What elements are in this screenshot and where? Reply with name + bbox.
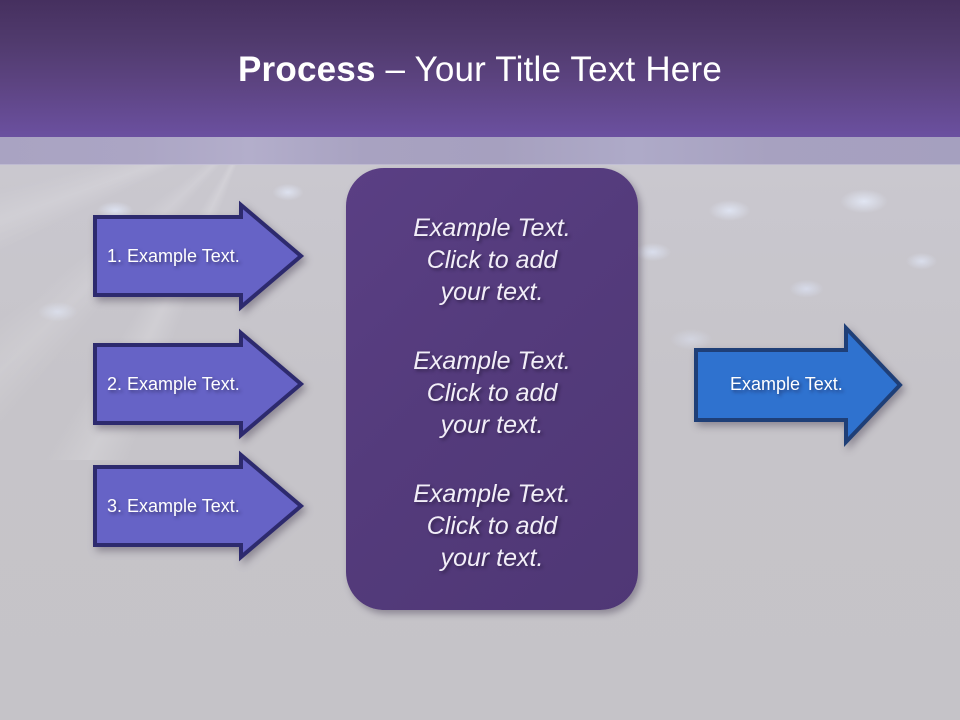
panel-text-block-3: Example Text. Click to add your text. [413,480,571,572]
step-arrow-3[interactable]: 3. Example Text. [93,450,305,562]
center-content-panel[interactable]: Example Text. Click to add your text. Ex… [346,168,638,610]
result-arrow[interactable]: Example Text. [694,322,904,448]
page-title-rest: – Your Title Text Here [375,50,722,89]
arrow-right-icon [694,322,903,448]
arrow-right-icon [93,200,305,312]
panel-text-block-1: Example Text. Click to add your text. [413,214,571,306]
page-title: Process – Your Title Text Here [0,48,960,92]
arrow-right-icon [93,450,305,562]
panel-text-block-2: Example Text. Click to add your text. [413,347,571,439]
step-arrow-1[interactable]: 1. Example Text. [93,200,305,312]
header-accent-band [0,137,960,165]
page-title-strong: Process [238,50,376,89]
arrow-right-icon [93,328,305,440]
step-arrow-2[interactable]: 2. Example Text. [93,328,305,440]
header-band [0,0,960,137]
